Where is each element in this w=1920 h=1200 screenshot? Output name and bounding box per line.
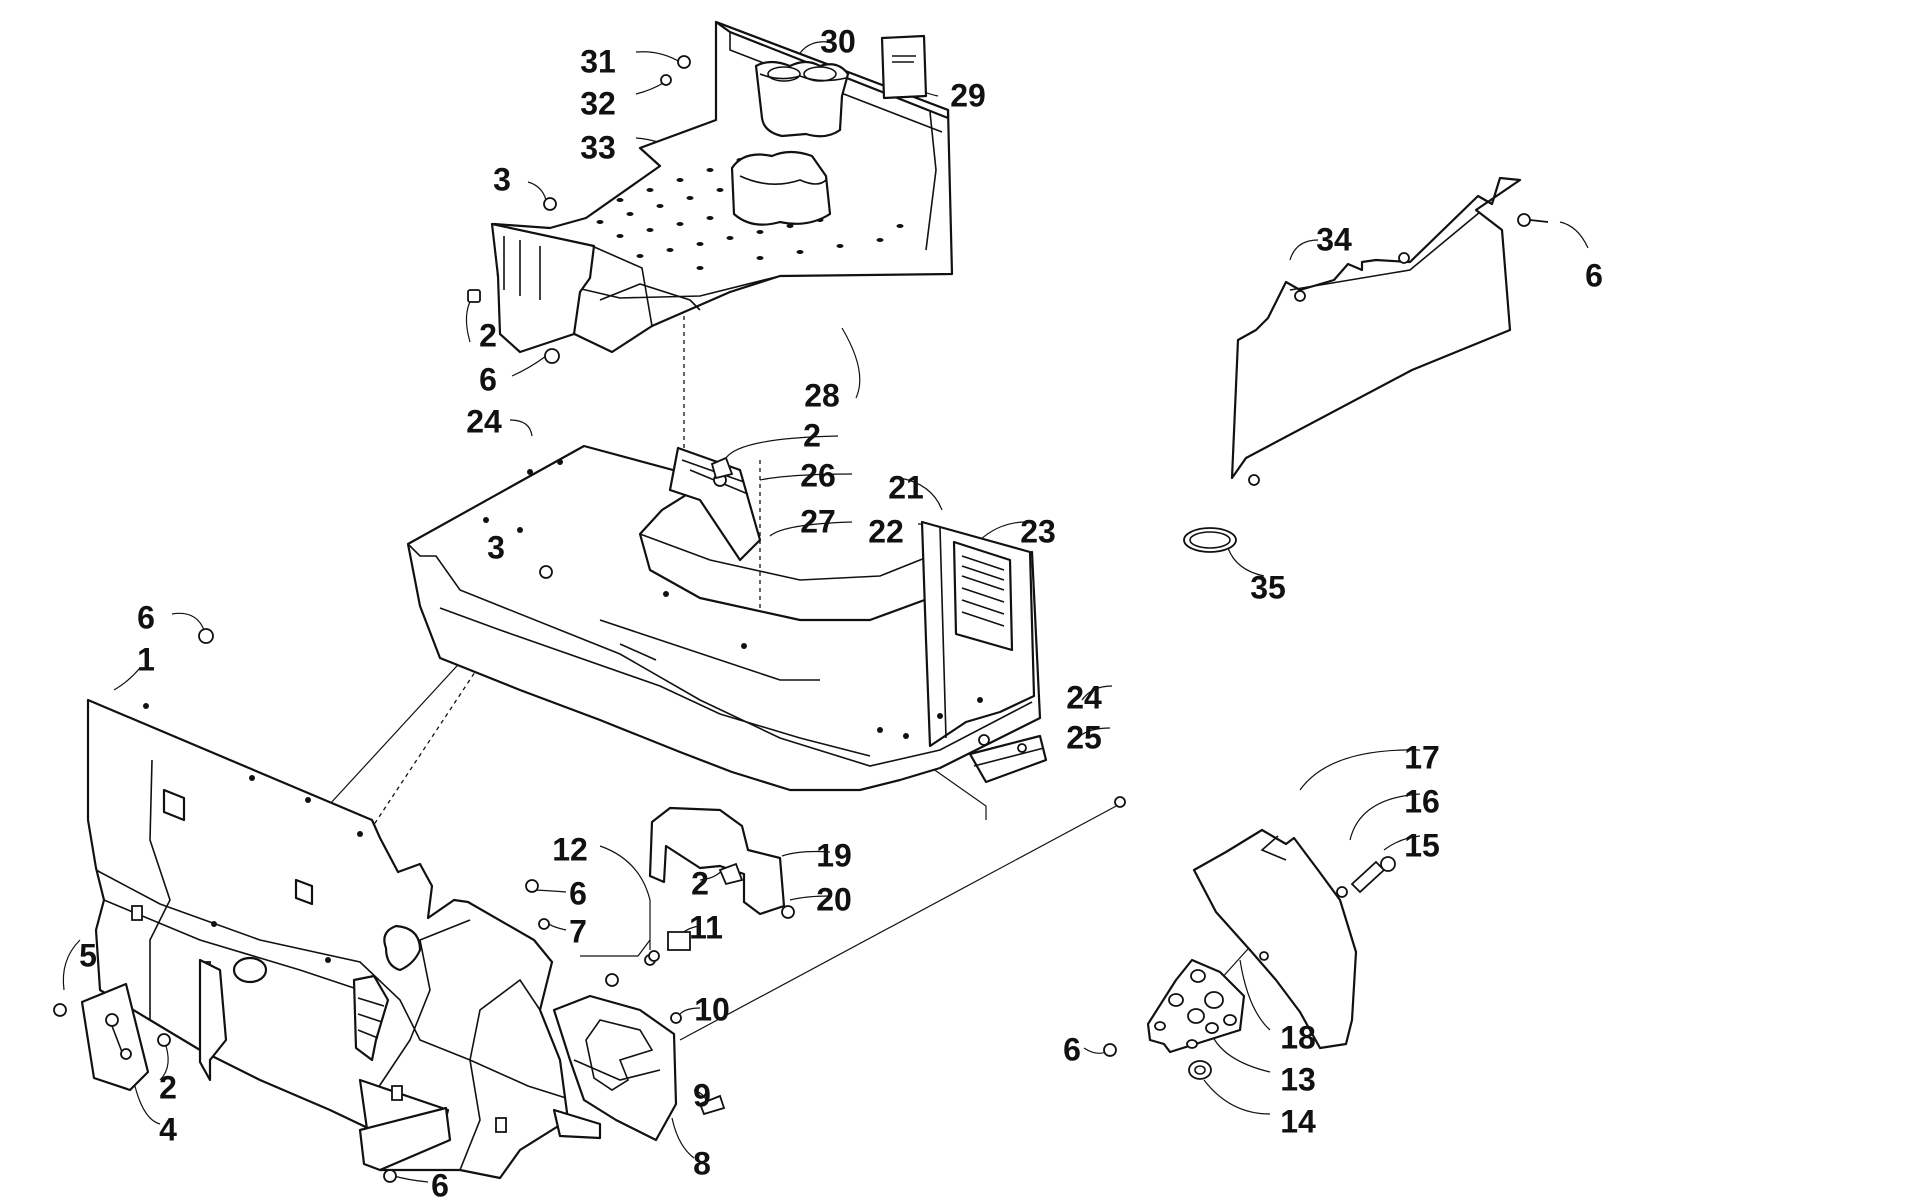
callout-c26: 26 [800,457,836,493]
callout-c24b: 24 [1066,679,1102,715]
callout-c27: 27 [800,503,836,539]
callout-c6b: 6 [479,361,497,397]
callout-c1: 1 [137,641,155,677]
callout-c11: 11 [689,909,723,945]
callout-c6f: 6 [431,1167,449,1200]
callout-c2c: 2 [691,865,709,901]
ring-35 [1183,527,1237,553]
callout-c15: 15 [1404,827,1440,863]
callout-c23: 23 [1020,513,1056,549]
callout-c22: 22 [868,513,904,549]
callout-c6d: 6 [569,875,587,911]
callout-c10: 10 [694,991,730,1027]
callout-c21: 21 [888,469,924,505]
callout-c18: 18 [1280,1019,1316,1055]
callout-c17: 17 [1404,739,1440,775]
callout-c6a: 6 [1585,257,1603,293]
callout-c4: 4 [159,1111,177,1147]
callout-c2b: 2 [803,417,821,453]
callout-c31a: 31 [580,43,616,79]
callout-c28: 28 [804,377,840,413]
fender-17 [1146,828,1396,1080]
callout-c20: 20 [816,881,852,917]
side-panel-34 [1230,176,1549,486]
callout-c35: 35 [1250,569,1286,605]
callout-c3b: 3 [487,529,505,565]
callout-c8: 8 [693,1145,711,1181]
bracket-25 [968,734,1048,784]
callout-c6c: 6 [137,599,155,635]
callout-c5: 5 [79,937,97,973]
callout-c19: 19 [816,837,852,873]
callout-c25: 25 [1066,719,1102,755]
callout-c13: 13 [1280,1061,1316,1097]
bracket-19 [648,806,795,919]
callout-c24a: 24 [466,403,502,439]
bracket-8 [552,994,678,1142]
callout-c9: 9 [693,1077,711,1113]
callout-c30: 30 [820,23,856,59]
storage-tray-28 [467,20,954,364]
hardware [53,565,1126,1183]
front-panel-1 [86,698,602,1180]
callout-c14: 14 [1280,1103,1316,1139]
floor-panel [406,444,1042,792]
callout-c16: 16 [1404,783,1440,819]
callout-c6e: 6 [1063,1031,1081,1067]
plate-4 [80,982,150,1092]
callout-c7: 7 [569,913,587,949]
callout-c29: 29 [950,77,986,113]
callout-c32: 32 [580,85,616,121]
callout-c3a: 3 [493,161,511,197]
callout-c33: 33 [580,129,616,165]
callout-c34: 34 [1316,221,1352,257]
callout-c2a: 2 [479,317,497,353]
callout-c2d: 2 [159,1069,177,1105]
callout-c12: 12 [552,831,588,867]
